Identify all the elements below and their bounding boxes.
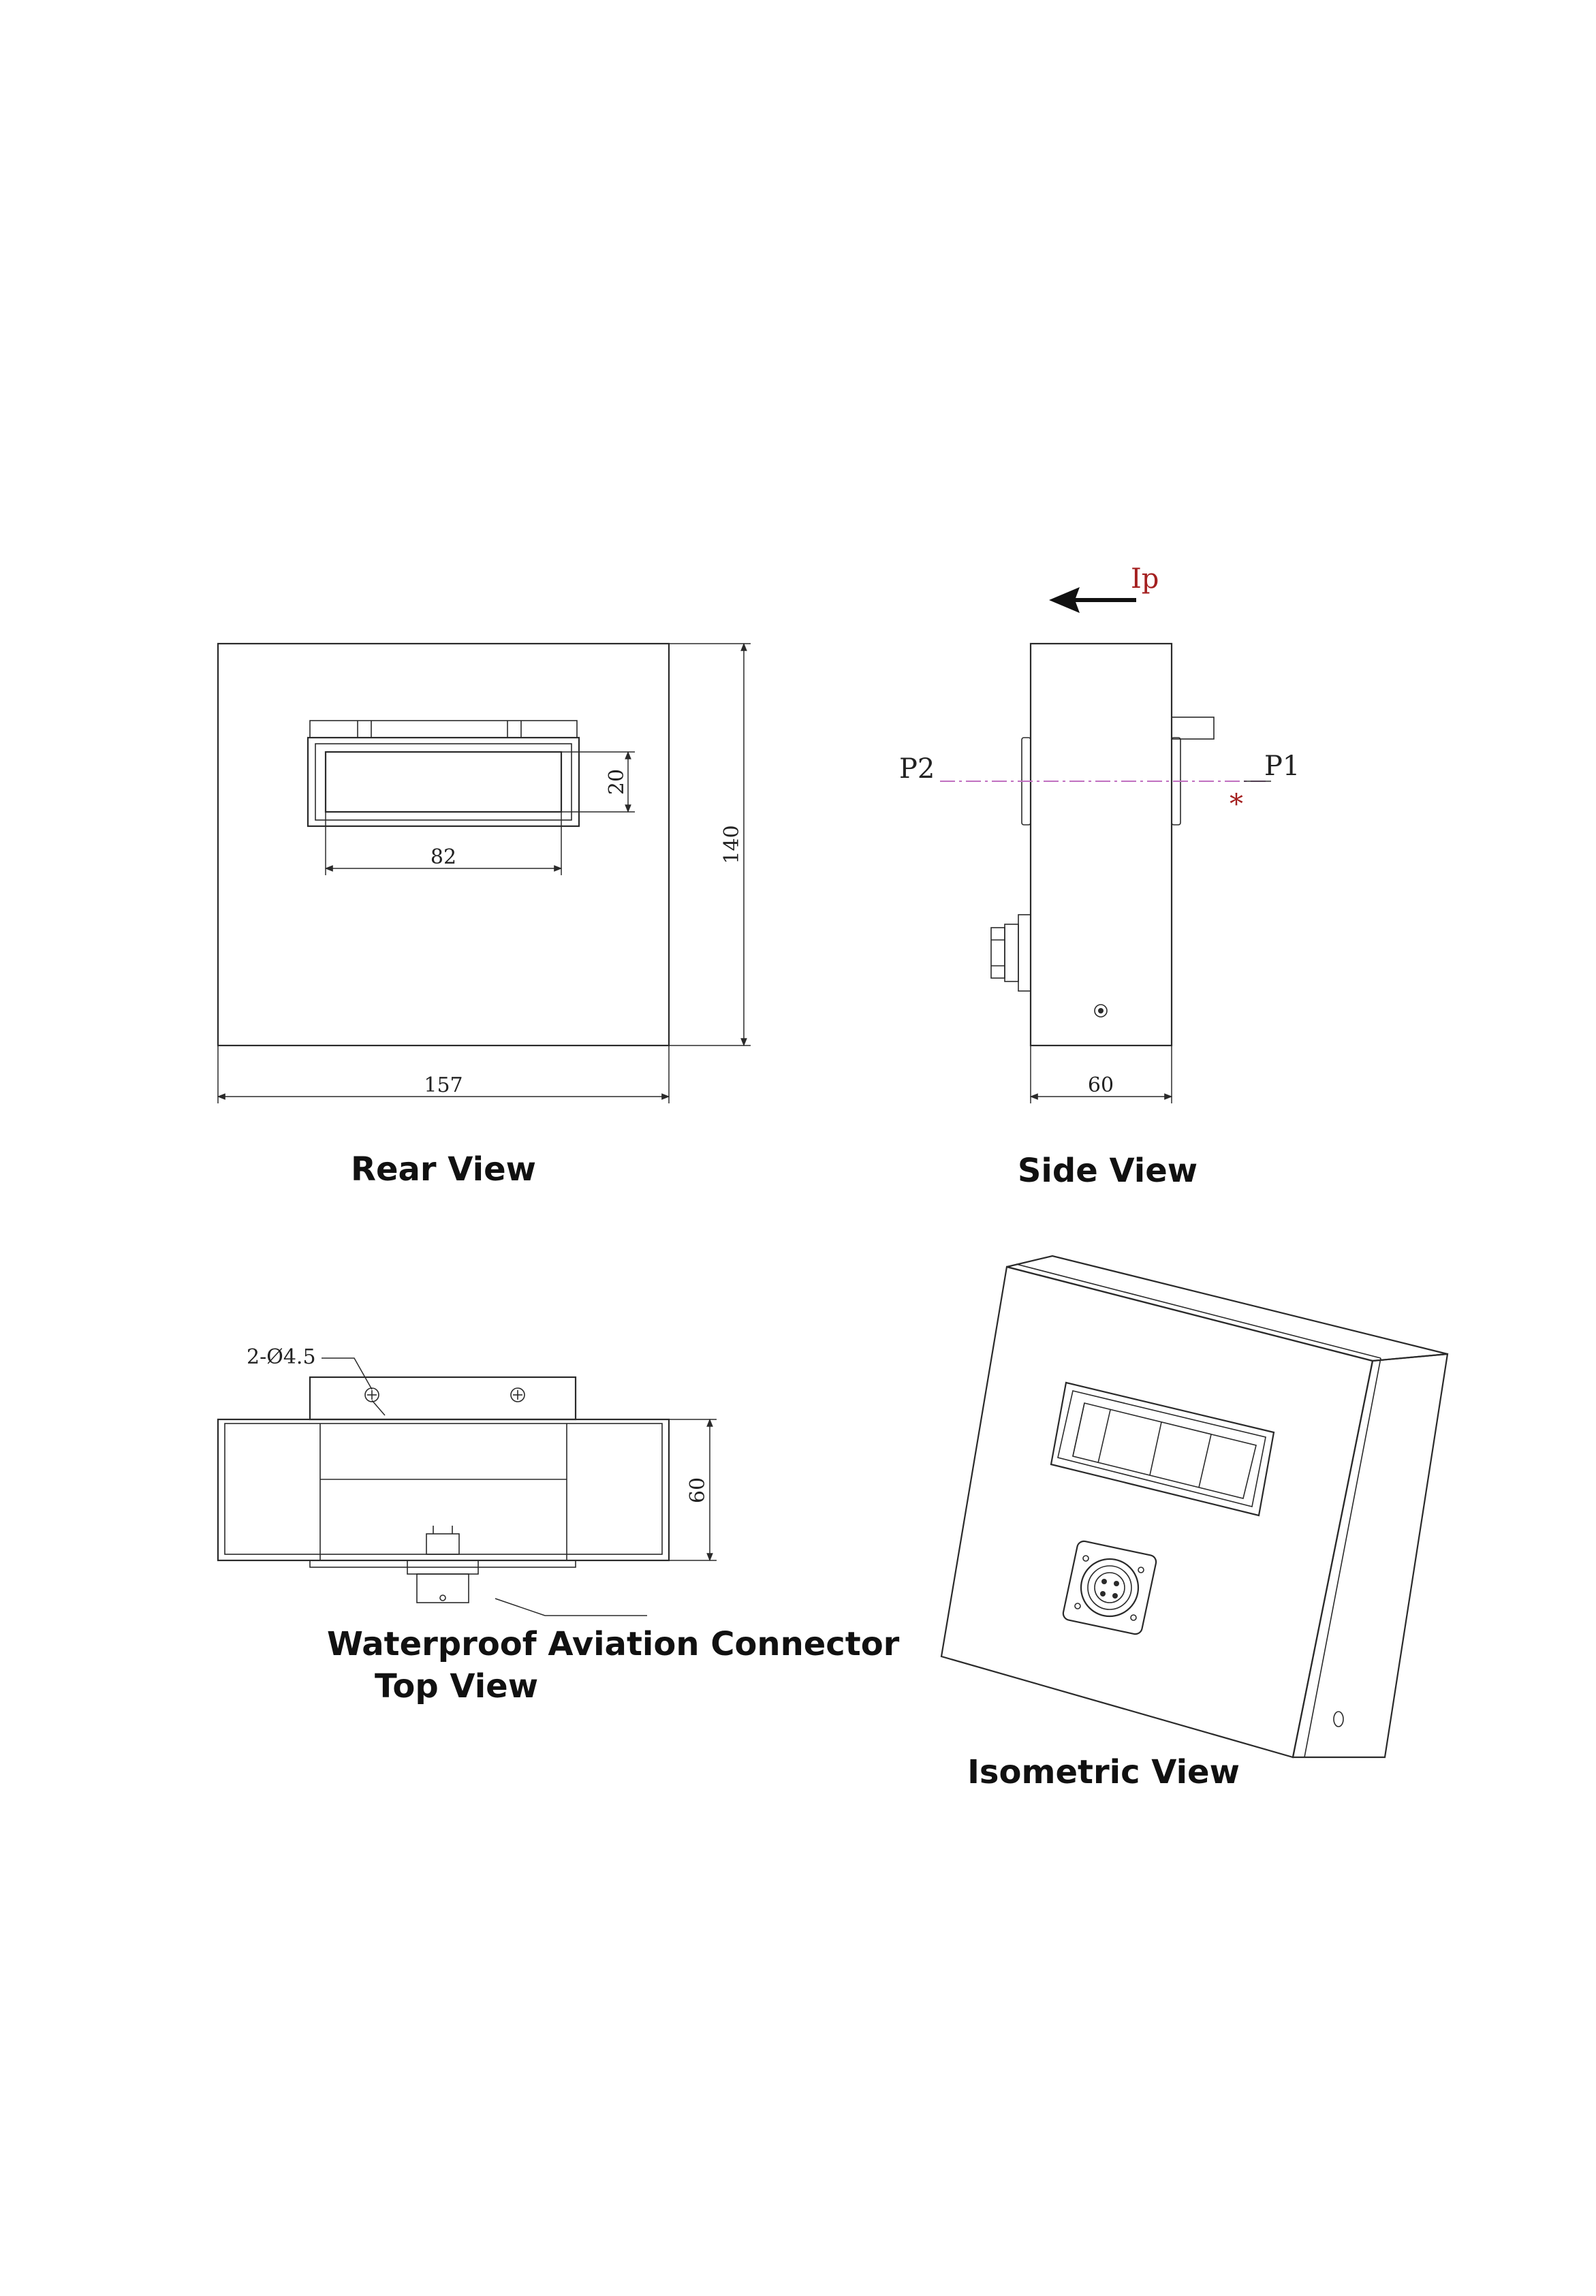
dim-housing-width: 157 <box>217 1045 670 1103</box>
current-label: Ip <box>1131 563 1159 595</box>
polarity-marker: * <box>1230 789 1243 820</box>
top-view-title: Top View <box>375 1667 538 1705</box>
top-connector <box>407 1526 479 1603</box>
side-screw <box>1094 1004 1108 1018</box>
p2-label: P2 <box>899 753 935 785</box>
side-view: Ip P2 P1 * 60 Side View <box>899 563 1300 1190</box>
p1-label: P1 <box>1264 751 1300 782</box>
isometric-view-title: Isometric View <box>967 1753 1240 1791</box>
rear-view: 82 20 140 157 Rear View <box>217 642 751 1189</box>
top-view: 2-Ø4.5 60 Waterproof Aviation Connect <box>217 1345 900 1705</box>
dim-window-width-label: 82 <box>431 845 456 869</box>
connector-label: Waterproof Aviation Connector <box>327 1625 900 1663</box>
dim-window-height: 20 <box>561 751 635 813</box>
isometric-view: Isometric View <box>940 1255 1449 1791</box>
side-connector <box>990 914 1031 992</box>
rear-window-frame <box>307 736 580 828</box>
dim-side-depth: 60 <box>1029 1045 1173 1103</box>
dim-housing-width-label: 157 <box>424 1073 463 1097</box>
current-direction-arrow: Ip <box>1049 563 1159 613</box>
dim-housing-height: 140 <box>669 642 751 1047</box>
dim-side-depth-label: 60 <box>1088 1073 1114 1097</box>
dim-window-width: 82 <box>324 812 563 875</box>
iso-top-face <box>1006 1255 1448 1362</box>
dim-window-height-label: 20 <box>605 769 629 795</box>
mounting-hole <box>510 1387 525 1402</box>
iso-window <box>1050 1381 1275 1517</box>
dim-top-depth-label: 60 <box>686 1477 710 1503</box>
rear-housing-outline <box>217 642 670 1047</box>
connector-leader <box>495 1598 647 1616</box>
rear-view-title: Rear View <box>351 1150 536 1189</box>
dim-housing-height-label: 140 <box>720 825 744 864</box>
iso-screw <box>1333 1711 1344 1727</box>
rear-window-opening <box>324 751 563 813</box>
iso-right-face <box>1292 1353 1449 1759</box>
iso-connector <box>1062 1540 1157 1635</box>
rear-window-flange <box>309 720 578 738</box>
top-housing-outline <box>217 1418 670 1562</box>
dim-top-depth: 60 <box>669 1418 717 1562</box>
top-flange-plate <box>309 1376 577 1421</box>
side-view-title: Side View <box>1018 1152 1198 1190</box>
side-housing-outline <box>1029 642 1173 1047</box>
side-mounting-tab <box>1171 717 1215 740</box>
mounting-hole <box>364 1387 379 1402</box>
hole-callout: 2-Ø4.5 <box>247 1345 316 1369</box>
